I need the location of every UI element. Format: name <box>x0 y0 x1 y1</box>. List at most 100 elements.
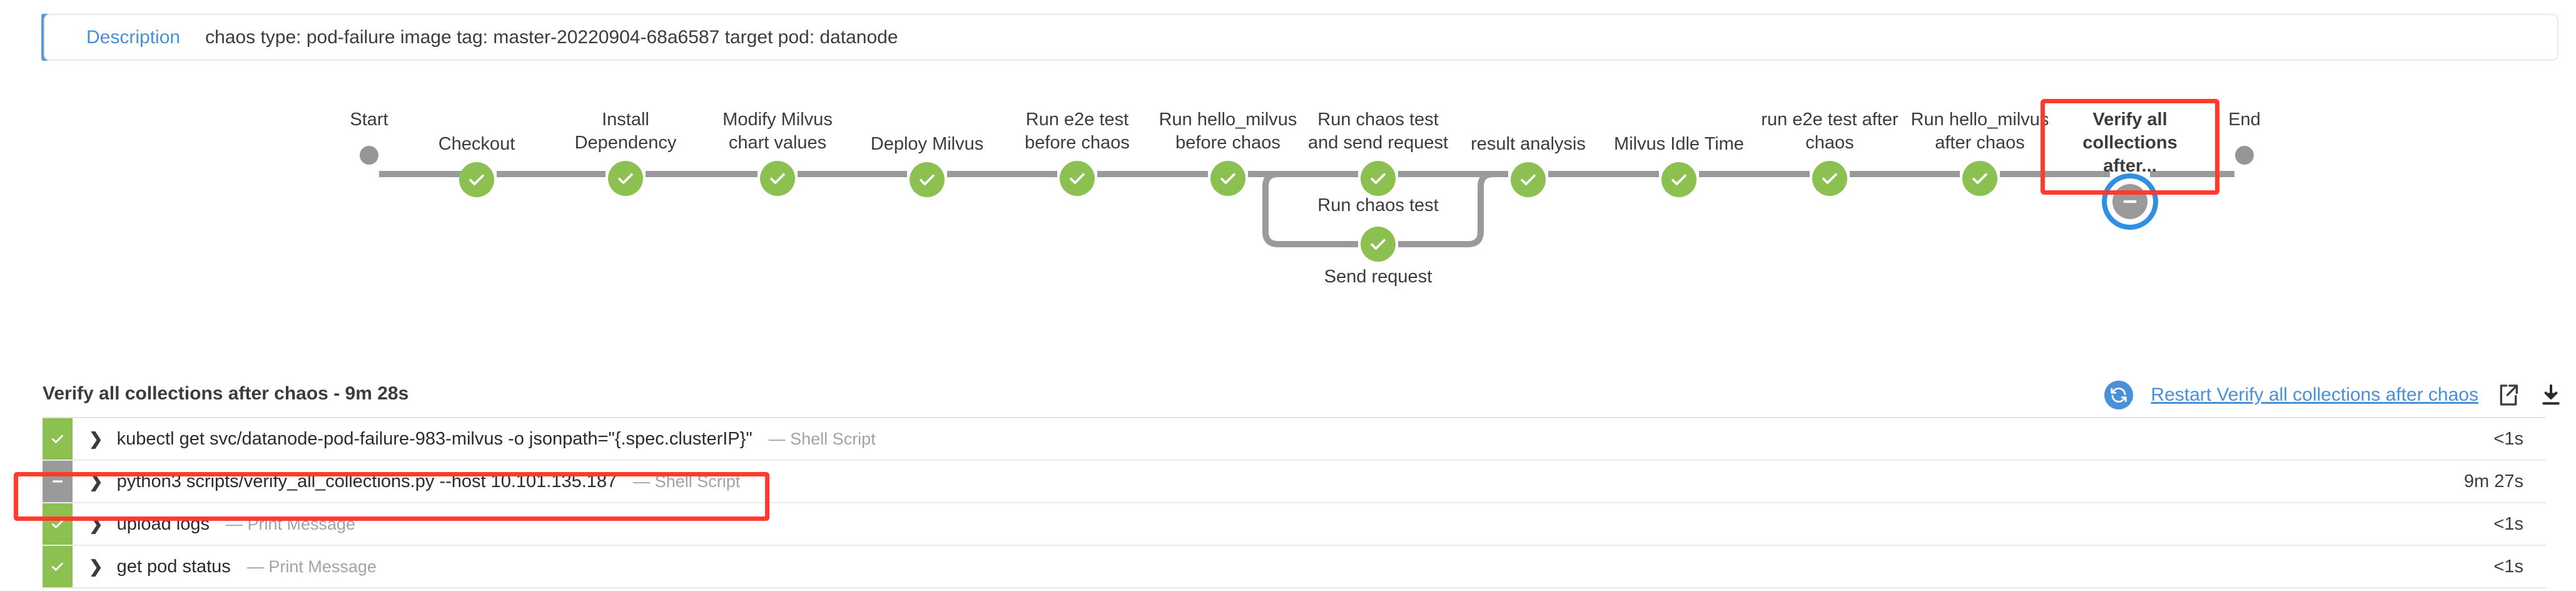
step-status-success-icon <box>43 546 73 587</box>
status-success-icon <box>1661 162 1696 198</box>
pipeline-node-4[interactable]: Run e2e test before chaos <box>1002 108 1152 197</box>
step-status-success-icon <box>43 418 73 460</box>
pipeline-connector <box>1699 171 1810 177</box>
step-actions-toolbar: Restart Verify all collections after cha… <box>2104 381 2563 409</box>
step-duration: <1s <box>2493 428 2523 449</box>
pipeline-node-label: Checkout <box>438 134 515 154</box>
status-success-icon <box>1361 161 1396 197</box>
step-row[interactable]: ❯ upload logs — Print Message <1s <box>43 503 2546 546</box>
step-status-running-icon <box>43 461 73 502</box>
pipeline-connector <box>947 171 1057 177</box>
pipeline-node-label: Run hello_milvus after chaos <box>1910 110 2049 153</box>
pipeline-node-label: result analysis <box>1471 134 1586 154</box>
step-row[interactable]: ❯ get pod status — Print Message <1s <box>43 546 2546 588</box>
pipeline-node-label: Run e2e test before chaos <box>1025 110 1130 153</box>
step-type: — Shell Script <box>633 471 741 491</box>
status-success-icon <box>1361 227 1396 262</box>
chevron-right-icon[interactable]: ❯ <box>89 429 103 448</box>
status-success-icon <box>459 162 494 198</box>
pipeline-connector <box>2150 171 2234 177</box>
step-row[interactable]: ❯ kubectl get svc/datanode-pod-failure-98… <box>43 418 2546 461</box>
pipeline-node-label: Deploy Milvus <box>870 134 984 154</box>
pipeline-connector <box>1097 171 1208 177</box>
status-success-icon <box>1210 161 1245 197</box>
pipeline-branch-node-send-request[interactable]: Send request <box>1303 227 1453 289</box>
active-node-highlight-box <box>2041 99 2219 195</box>
pipeline-node-label: Run chaos test and send request <box>1307 110 1449 153</box>
pipeline-node-label: Milvus Idle Time <box>1614 134 1744 154</box>
pipeline-node-7[interactable]: result analysis <box>1453 133 1603 198</box>
pipeline-node-11[interactable]: Verify all collections after... <box>2055 108 2205 220</box>
step-status-success-icon <box>43 503 73 545</box>
step-name: kubectl get svc/datanode-pod-failure-983… <box>116 428 753 449</box>
pipeline-node-1[interactable]: Install Dependency <box>550 108 701 197</box>
step-row[interactable]: ❯ python3 scripts/verify_all_collections.… <box>43 461 2546 503</box>
restart-icon[interactable] <box>2104 381 2134 409</box>
status-success-icon <box>760 161 795 197</box>
pipeline-connector <box>497 171 606 177</box>
pipeline-connector <box>1850 171 1960 177</box>
pipeline-node-9[interactable]: run e2e test after chaos <box>1755 108 1905 197</box>
step-body: ❯ upload logs — Print Message <box>73 503 2493 545</box>
pipeline-node-0[interactable]: Checkout <box>402 133 552 198</box>
step-duration: <1s <box>2493 556 2523 577</box>
external-link-icon[interactable] <box>2496 383 2521 408</box>
step-name: get pod status <box>116 556 231 577</box>
step-body: ❯ python3 scripts/verify_all_collections.… <box>73 461 2464 502</box>
pipeline-branch-label: Send request <box>1324 267 1433 287</box>
status-success-icon <box>608 161 643 197</box>
pipeline-node-2[interactable]: Modify Milvus chart values <box>702 108 853 197</box>
step-name: python3 scripts/verify_all_collections.p… <box>116 471 617 491</box>
description-label: Description <box>86 26 181 48</box>
description-card: Description chaos type: pod-failure imag… <box>44 14 2558 61</box>
pipeline-node-6[interactable]: Run chaos test and send request <box>1303 108 1453 197</box>
step-duration: 9m 27s <box>2463 471 2523 491</box>
pipeline-node-3[interactable]: Deploy Milvus <box>852 133 1002 198</box>
status-success-icon <box>910 162 945 198</box>
step-body: ❯ get pod status — Print Message <box>73 546 2493 587</box>
pipeline-connector <box>2000 171 2110 177</box>
end-dot-icon <box>2235 146 2254 165</box>
status-success-icon <box>1511 162 1546 198</box>
pipeline-node-5[interactable]: Run hello_milvus before chaos <box>1153 108 1303 197</box>
pipeline-node-label: Verify all collections after... <box>2082 110 2178 177</box>
pipeline-branch-label-top: Run chaos test <box>1303 194 1453 217</box>
status-running-icon <box>2112 184 2148 220</box>
pipeline-node-label: Run hello_milvus before chaos <box>1159 110 1297 153</box>
chevron-right-icon[interactable]: ❯ <box>89 514 103 533</box>
pipeline-connector <box>1248 171 1358 177</box>
step-duration: <1s <box>2493 513 2523 534</box>
pipeline-connector <box>1548 171 1659 177</box>
step-list: ❯ kubectl get svc/datanode-pod-failure-98… <box>43 417 2546 588</box>
pipeline-connector <box>379 171 467 177</box>
start-dot-icon <box>360 146 378 165</box>
pipeline-connector <box>798 171 907 177</box>
pipeline-node-end: End <box>2169 108 2320 165</box>
pipeline-node-label: run e2e test after chaos <box>1761 110 1899 153</box>
description-text: chaos type: pod-failure image tag: maste… <box>205 26 898 48</box>
pipeline-connector <box>646 171 758 177</box>
pipeline-node-label: Install Dependency <box>574 110 677 153</box>
step-type: — Print Message <box>246 557 377 576</box>
step-name: upload logs <box>116 513 210 534</box>
pipeline-node-label: Start <box>350 110 388 130</box>
status-success-icon <box>1962 161 1997 197</box>
pipeline-node-start: Start <box>294 108 444 165</box>
pipeline-branch-label: Run chaos test <box>1317 195 1439 215</box>
pipeline-node-10[interactable]: Run hello_milvus after chaos <box>1905 108 2055 197</box>
chevron-right-icon[interactable]: ❯ <box>89 557 103 576</box>
step-section-title: Verify all collections after chaos - 9m … <box>43 383 409 404</box>
pipeline-node-label: End <box>2228 110 2261 130</box>
chevron-right-icon[interactable]: ❯ <box>89 471 103 491</box>
step-body: ❯ kubectl get svc/datanode-pod-failure-98… <box>73 418 2493 460</box>
status-success-icon <box>1812 161 1847 197</box>
download-icon[interactable] <box>2538 383 2563 408</box>
step-type: — Shell Script <box>768 429 876 448</box>
status-success-icon <box>1060 161 1095 197</box>
restart-step-link[interactable]: Restart Verify all collections after cha… <box>2151 384 2478 405</box>
pipeline-connector <box>1398 171 1508 177</box>
pipeline-node-8[interactable]: Milvus Idle Time <box>1604 133 1754 198</box>
pipeline-node-label: Modify Milvus chart values <box>723 110 833 153</box>
step-type: — Print Message <box>225 514 356 533</box>
